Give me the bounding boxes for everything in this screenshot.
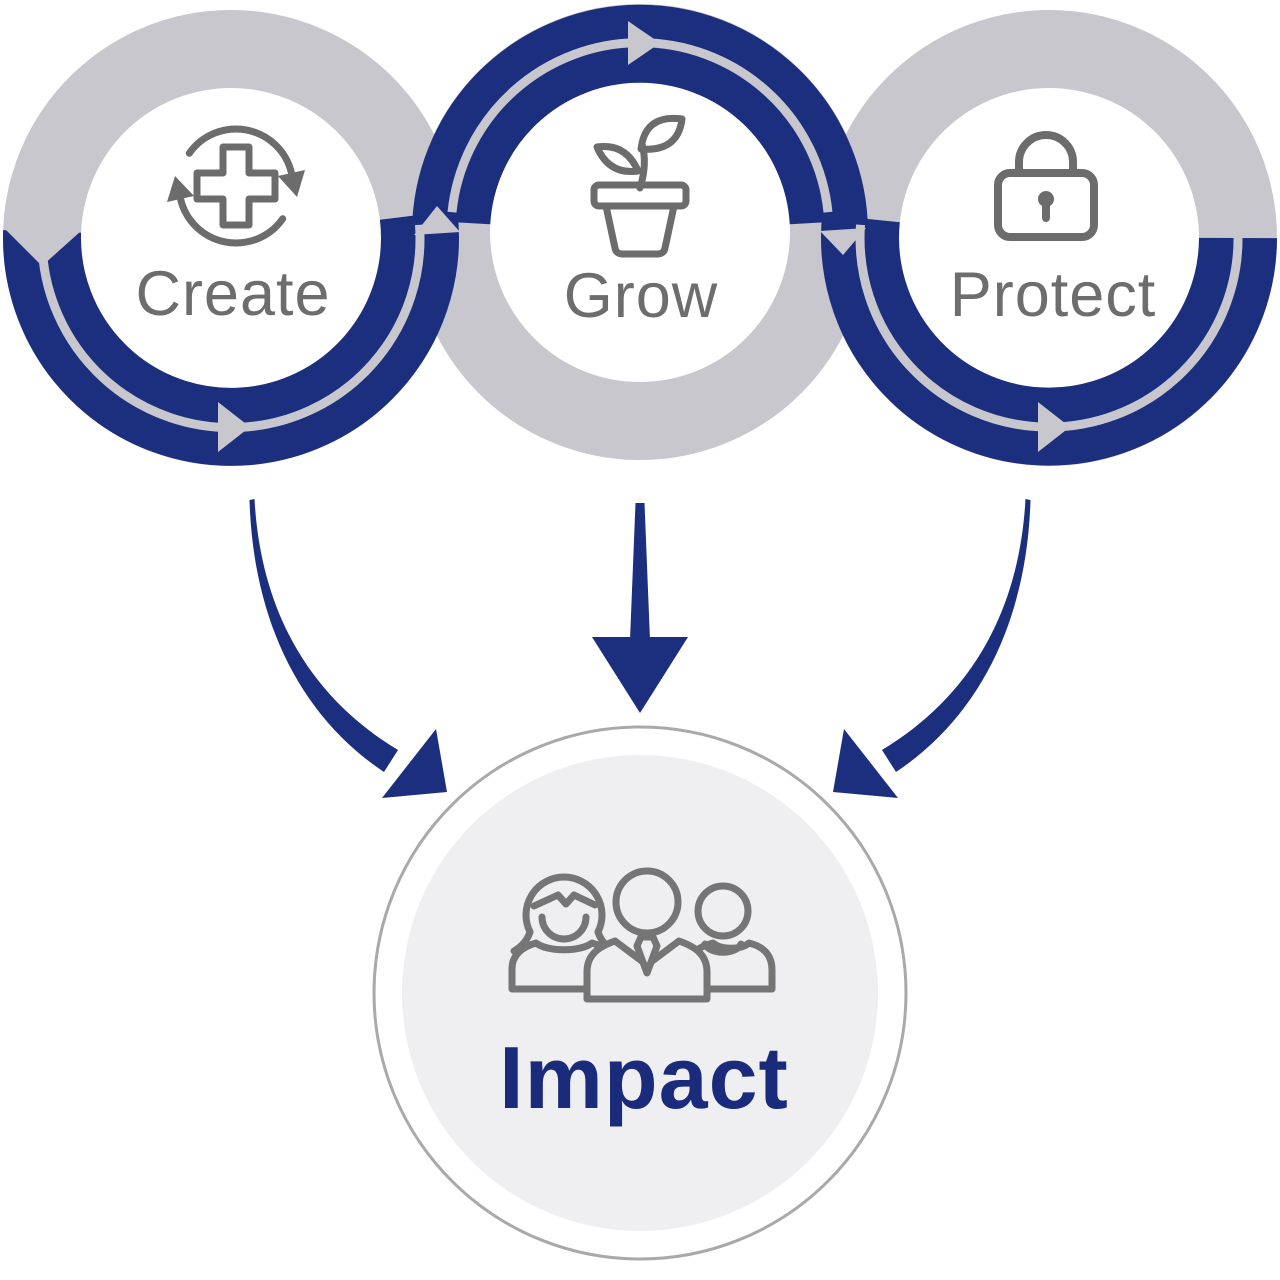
people-group-icon: [508, 867, 776, 1003]
plant-leaf-right: [637, 114, 686, 153]
person-center-man: [583, 867, 711, 1003]
woman-hair-flick-left: [510, 928, 534, 955]
lock-body: [994, 169, 1098, 241]
left-arrow-head-icon: [382, 729, 447, 798]
left-arrow-shaft: [249, 499, 398, 772]
plus-glyph: [193, 143, 279, 229]
converging-arrows: [249, 499, 1031, 798]
flow-guideline: [37, 21, 1243, 452]
cycle-plus-icon: [167, 125, 305, 247]
flow-arrowhead-grow-top-icon: [628, 21, 660, 65]
cycle-arc-top: [185, 125, 295, 177]
right-person-head: [694, 882, 752, 940]
flow-band-grow: [412, 4, 868, 225]
pot-body: [602, 202, 678, 258]
flow-arrowhead-junction-up-icon: [414, 206, 460, 235]
impact-label: Impact: [499, 1028, 789, 1127]
flow-arrowhead-junction-down-icon: [820, 228, 866, 255]
middle-arrow-head-icon: [592, 637, 688, 713]
flow-arrowhead-protect-bottom-icon: [1038, 402, 1070, 452]
cycle-arrowhead-left: [167, 176, 194, 202]
right-arrow-head-icon: [833, 729, 898, 798]
man-head: [612, 867, 682, 937]
woman-face: [538, 913, 590, 943]
pot-rim: [590, 181, 690, 210]
man-tie: [633, 933, 661, 977]
padlock-icon: [994, 131, 1098, 241]
stage-label-grow: Grow: [563, 261, 719, 331]
stage-label-protect: Protect: [949, 260, 1157, 330]
right-arrow-shaft: [882, 499, 1031, 772]
cycle-arrowhead-right: [278, 170, 305, 197]
lock-shackle: [1015, 131, 1077, 177]
stage-label-create: Create: [135, 259, 331, 329]
middle-arrow-shaft: [630, 503, 650, 640]
plant-leaf-left: [593, 143, 642, 175]
woman-fringe: [530, 891, 599, 910]
plant-pot-icon: [590, 114, 690, 258]
flow-arrowhead-create-bottom-icon: [218, 402, 250, 452]
cycle-arc-bottom: [177, 195, 287, 247]
woman-hair: [522, 873, 606, 936]
